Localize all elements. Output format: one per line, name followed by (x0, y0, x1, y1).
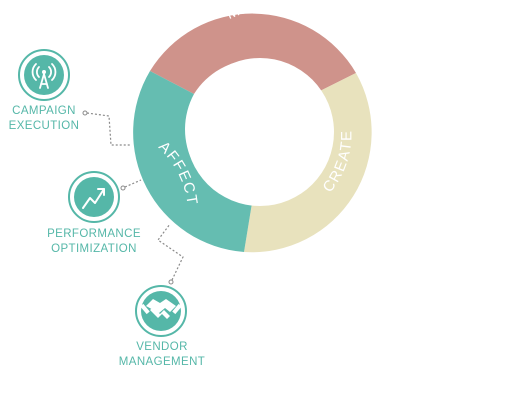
performance-node (68, 171, 120, 223)
performance-label-line2: OPTIMIZATION (51, 243, 137, 255)
campaign-node (18, 49, 70, 101)
vendor-connector (157, 223, 184, 285)
broadcast-tower-icon (31, 63, 57, 89)
ring-hole (186, 58, 334, 206)
trending-up-icon (82, 188, 105, 209)
campaign-label-line1: CAMPAIGN (12, 105, 76, 117)
performance-label-line1: PERFORMANCE (47, 228, 141, 240)
campaign-label-line2: EXECUTION (8, 120, 80, 132)
campaign-execution-label: CAMPAIGN EXECUTION (0, 104, 88, 134)
vendor-node (135, 285, 187, 337)
create-segment (244, 73, 372, 253)
performance-optimization-label: PERFORMANCE OPTIMIZATION (40, 227, 148, 257)
vendor-management-label: VENDOR MANAGEMENT (110, 340, 214, 370)
vendor-label-line1: VENDOR (136, 341, 188, 353)
vendor-label-line2: MANAGEMENT (118, 356, 206, 368)
handshake-icon (140, 299, 182, 319)
affect-segment (133, 71, 252, 252)
performance-connector (120, 179, 142, 191)
campaign-connector (82, 110, 130, 146)
